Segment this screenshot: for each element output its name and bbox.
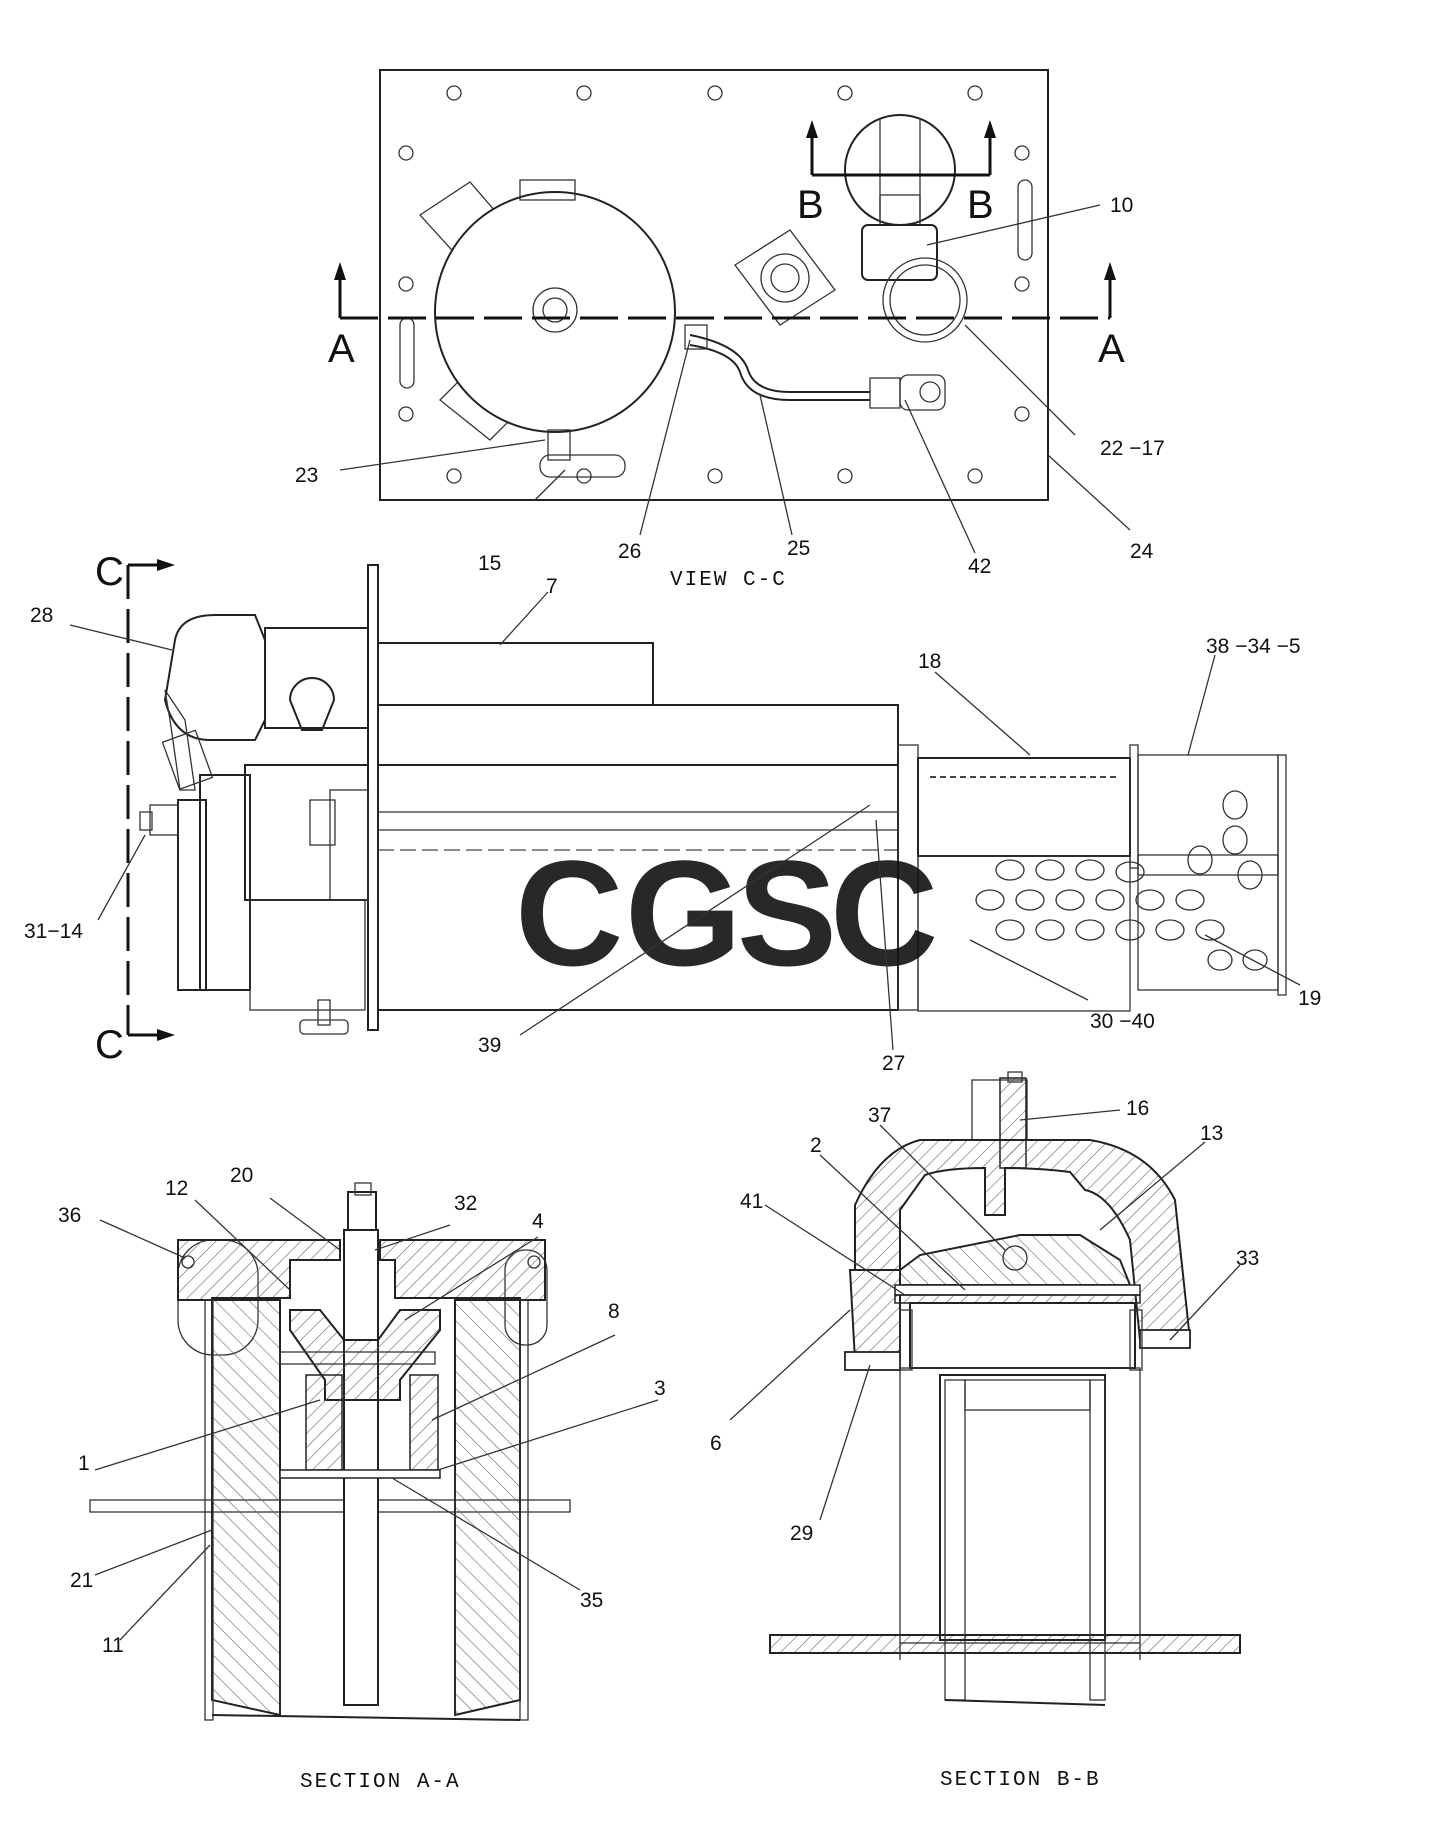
callout-4: 4 [532, 1210, 544, 1233]
callout-42: 42 [968, 555, 991, 578]
callout-16: 16 [1126, 1097, 1149, 1120]
callout-33: 33 [1236, 1247, 1259, 1270]
callout-8: 8 [608, 1300, 620, 1323]
section-c-letter-top: C [95, 550, 124, 594]
section-c-letter-bottom: C [95, 1023, 124, 1067]
callout-22-17: 22 −17 [1100, 437, 1165, 460]
section-b-letter-left: B [797, 183, 824, 227]
side-view-drawing [126, 559, 1287, 1041]
callout-13: 13 [1200, 1122, 1223, 1145]
view-cc-title: VIEW C-C [670, 569, 787, 592]
section-b-letter-right: B [967, 183, 994, 227]
callout-38-34-5: 38 −34 −5 [1206, 635, 1301, 658]
callout-21: 21 [70, 1569, 93, 1592]
callout-24: 24 [1130, 540, 1154, 563]
view-cc-drawing [334, 69, 1116, 501]
section-aa-drawing [89, 1182, 571, 1721]
callout-7: 7 [546, 575, 558, 598]
cgsc-watermark: C G S C [515, 829, 938, 997]
watermark-letter-4: C [830, 829, 938, 997]
section-a-letter-left: A [328, 327, 355, 371]
callout-26: 26 [618, 540, 641, 563]
callout-25: 25 [787, 537, 810, 560]
section-aa-leaders [94, 1197, 659, 1641]
section-bb-title: SECTION B-B [940, 1769, 1101, 1792]
callout-1: 1 [78, 1452, 90, 1475]
callout-28: 28 [30, 604, 53, 627]
callout-20: 20 [230, 1164, 253, 1187]
section-a-letter-right: A [1098, 327, 1125, 371]
callout-10: 10 [1110, 194, 1133, 217]
watermark-letter-2: G [625, 829, 742, 997]
callout-15: 15 [478, 552, 501, 575]
view-cc-leaders [339, 204, 1131, 554]
callout-37: 37 [868, 1104, 891, 1127]
callout-39: 39 [478, 1034, 501, 1057]
callout-3: 3 [654, 1377, 666, 1400]
callout-30-40: 30 −40 [1090, 1010, 1155, 1033]
callout-29: 29 [790, 1522, 813, 1545]
callout-31-14: 31−14 [24, 920, 83, 943]
callout-27: 27 [882, 1052, 905, 1075]
callout-11: 11 [102, 1634, 124, 1657]
callout-6: 6 [710, 1432, 722, 1455]
section-bb-leaders [729, 1109, 1241, 1521]
callout-35: 35 [580, 1589, 603, 1612]
callout-23: 23 [295, 464, 318, 487]
callout-36: 36 [58, 1204, 81, 1227]
callout-2: 2 [810, 1134, 822, 1157]
section-bb-drawing [769, 1071, 1241, 1706]
callout-19: 19 [1298, 987, 1321, 1010]
section-aa-title: SECTION A-A [300, 1771, 461, 1794]
side-view-leaders [69, 591, 1301, 1051]
watermark-letter-3: S [737, 829, 837, 997]
callout-12: 12 [165, 1177, 188, 1200]
callout-32: 32 [454, 1192, 477, 1215]
callout-41: 41 [740, 1190, 763, 1213]
watermark-letter-1: C [515, 829, 623, 997]
callout-18: 18 [918, 650, 941, 673]
